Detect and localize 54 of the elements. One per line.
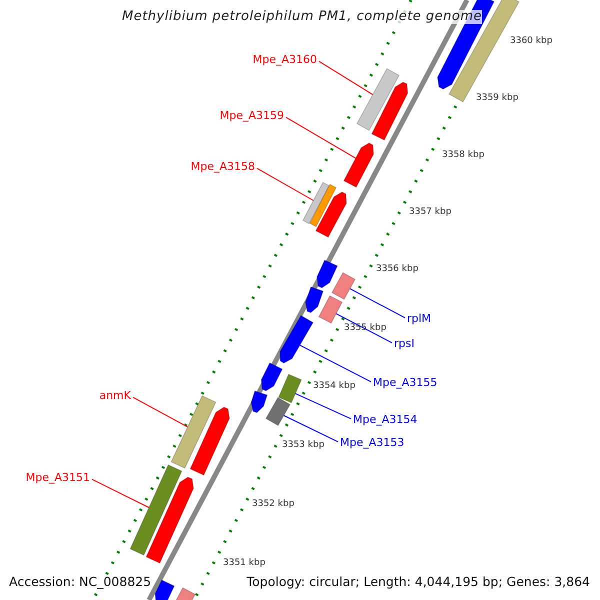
scale-label: 3355 kbp xyxy=(344,324,386,334)
gene-segment xyxy=(250,390,268,413)
gene-segment xyxy=(371,82,408,141)
gene-label: rplM xyxy=(407,313,432,326)
leader-line xyxy=(92,478,150,508)
gene-label: Mpe_A3155 xyxy=(373,377,438,390)
gene-segment xyxy=(302,182,330,224)
leader-line xyxy=(294,393,352,420)
gene-label: Mpe_A3158 xyxy=(190,161,255,174)
scale-label: 3360 kbp xyxy=(510,37,552,47)
title: Methylibium petroleiphilum PM1, complete genome xyxy=(122,10,482,24)
leader-line xyxy=(256,168,314,201)
gene-label: Mpe_A3153 xyxy=(340,437,404,450)
leader-line xyxy=(336,313,392,344)
gene-segment xyxy=(130,464,182,556)
scale-label: 3354 kbp xyxy=(313,382,356,392)
gene-segment xyxy=(174,587,196,600)
leader-line xyxy=(318,60,374,96)
gene-segment xyxy=(190,406,230,476)
gene-segment xyxy=(278,374,302,404)
leader-line xyxy=(350,288,406,318)
gene-segment xyxy=(343,142,374,188)
leader-line xyxy=(132,396,188,428)
scale-label: 3353 kbp xyxy=(282,441,324,451)
gene-segment xyxy=(315,192,347,238)
gene-segment xyxy=(309,184,337,228)
gene-label: rpsI xyxy=(394,338,414,350)
scale-label: 3351 kbp xyxy=(223,559,266,569)
scale-label: 3352 kbp xyxy=(252,500,294,510)
footer-text: Accession: NC_008825 xyxy=(9,575,152,589)
gene-segment xyxy=(316,260,338,288)
scale-label: 3359 kbp xyxy=(476,94,518,104)
leader-line xyxy=(299,344,372,382)
scale-label: 3357 kbp xyxy=(409,208,452,218)
scale-label: 3358 kbp xyxy=(442,151,484,161)
gene-label: Mpe_A3159 xyxy=(220,110,284,122)
scale-label: 3356 kbp xyxy=(376,265,418,275)
gene-segment xyxy=(170,395,216,469)
gene-segment xyxy=(305,286,324,313)
footer-text: Topology: circular; Length: 4,044,195 bp; Genes: 3,864 xyxy=(246,575,590,589)
gene-label: Mpe_A3151 xyxy=(26,472,90,484)
gene-segment xyxy=(154,580,175,600)
leader-line xyxy=(286,116,356,159)
gene-segment xyxy=(356,68,400,131)
gene-label: Mpe_A3154 xyxy=(353,414,418,426)
gene-label: Mpe_A3160 xyxy=(252,54,317,66)
leader-line xyxy=(283,415,338,442)
gene-segment xyxy=(318,295,343,324)
gene-label: anmK xyxy=(99,390,131,402)
gene-segment xyxy=(331,272,356,300)
gene-segment xyxy=(265,397,291,426)
gene-segment xyxy=(280,315,314,364)
gene-segment xyxy=(260,362,283,392)
gene-segment xyxy=(146,476,194,564)
